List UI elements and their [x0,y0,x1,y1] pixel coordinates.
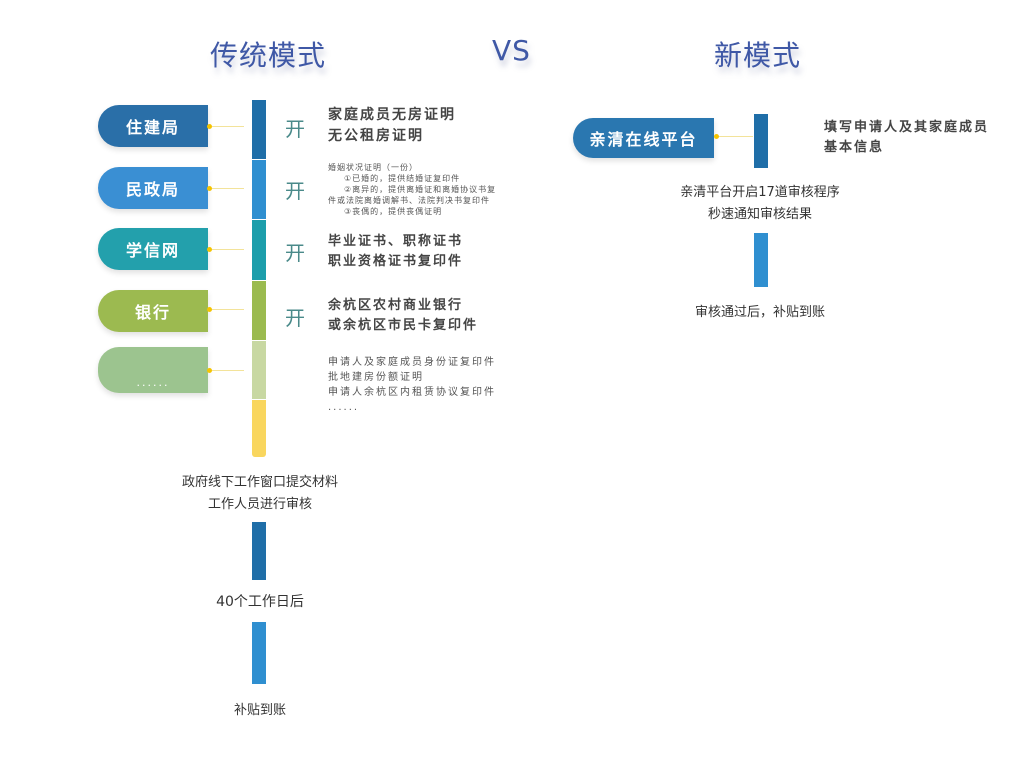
documents-zhujianju: 家庭成员无房证明 无公租房证明 [328,105,456,147]
timeline-segment-bank [252,281,266,340]
document-item: ③丧偶的，提供丧偶证明 [344,207,443,216]
document-item: ②离异的，提供离婚证和离婚协议书复 [344,185,497,194]
document-item: 余杭区农村商业银行 [328,298,464,313]
source-pill-bank: 银行 [98,290,208,332]
step-result: 补贴到账 [233,703,286,718]
document-item: ...... [328,402,360,413]
timeline-segment-zhujianju [252,100,266,159]
timeline-segment-minzhengju [252,160,266,219]
connector-line [719,136,753,137]
connector-dot [714,134,719,139]
document-item: 件或法院离婚调解书、法院判决书复印件 [328,196,490,205]
documents-minzhengju: 婚姻状况证明（一份） ①已婚的，提供结婚证复印件 ②离异的，提供离婚证和离婚协议… [328,162,496,217]
document-item: 申请人余杭区内租赁协议复印件 [328,387,496,398]
document-item: ①已婚的，提供结婚证复印件 [344,174,461,183]
document-item: 家庭成员无房证明 [328,107,456,123]
connector-line [212,249,244,250]
document-item: 或余杭区市民卡复印件 [328,318,479,333]
step-text: 工作人员进行审核 [207,497,312,512]
step-text: 亲清平台开启17道审核程序 [680,185,840,200]
process-bar [754,233,768,287]
documents-other: 申请人及家庭成员身份证复印件 批地建房份额证明 申请人余杭区内租赁协议复印件 .… [328,355,496,415]
process-bar [252,622,266,684]
vs-heading: VS [492,34,531,67]
new-mode-heading: 新模式 [714,39,802,72]
step-wait: 40个工作日后 [216,594,304,610]
source-pill-zhujianju: 住建局 [98,105,208,147]
source-pill-xuexinwang: 学信网 [98,228,208,270]
platform-label: 亲清在线平台 [589,130,698,149]
connector-line [212,370,244,371]
step-submit: 政府线下工作窗口提交材料 工作人员进行审核 [160,472,360,516]
document-item: 婚姻状况证明（一份） [328,163,418,172]
process-bar [754,114,768,168]
timeline-segment-other [252,341,266,399]
open-marker: 开 [285,179,305,203]
connector-dot [207,247,212,252]
document-item: 申请人及家庭成员身份证复印件 [328,357,496,368]
connector-line [212,126,244,127]
document-item: 毕业证书、职称证书 [328,234,464,249]
source-label: 银行 [134,303,171,322]
connector-dot [207,368,212,373]
source-pill-other: ...... [98,347,208,393]
document-item: 无公租房证明 [328,128,424,144]
open-marker: 开 [285,306,305,330]
step-review: 亲清平台开启17道审核程序 秒速通知审核结果 [660,182,860,226]
source-label: 民政局 [125,180,180,199]
documents-bank: 余杭区农村商业银行 或余杭区市民卡复印件 [328,296,478,336]
source-label: ...... [136,376,170,389]
open-marker: 开 [285,117,305,141]
connector-line [212,188,244,189]
source-pill-minzhengju: 民政局 [98,167,208,209]
step-text: 秒速通知审核结果 [707,207,812,222]
documents-xuexinwang: 毕业证书、职称证书 职业资格证书复印件 [328,232,463,272]
connector-line [212,309,244,310]
platform-pill: 亲清在线平台 [573,118,714,158]
document-item: 职业资格证书复印件 [328,254,464,269]
step-text: 政府线下工作窗口提交材料 [181,475,338,490]
process-bar [252,522,266,580]
connector-dot [207,124,212,129]
timeline-segment-end [252,400,266,457]
open-marker: 开 [285,241,305,265]
platform-info: 填写申请人及其家庭成员 基本信息 [824,118,989,158]
info-text: 填写申请人及其家庭成员 [824,120,990,135]
source-label: 学信网 [125,241,180,260]
document-item: 批地建房份额证明 [328,372,424,383]
connector-dot [207,186,212,191]
timeline-segment-xuexinwang [252,220,266,280]
info-text: 基本信息 [824,140,885,155]
source-label: 住建局 [125,118,180,137]
traditional-mode-heading: 传统模式 [210,39,327,72]
connector-dot [207,307,212,312]
step-result: 审核通过后，补贴到账 [694,305,825,320]
